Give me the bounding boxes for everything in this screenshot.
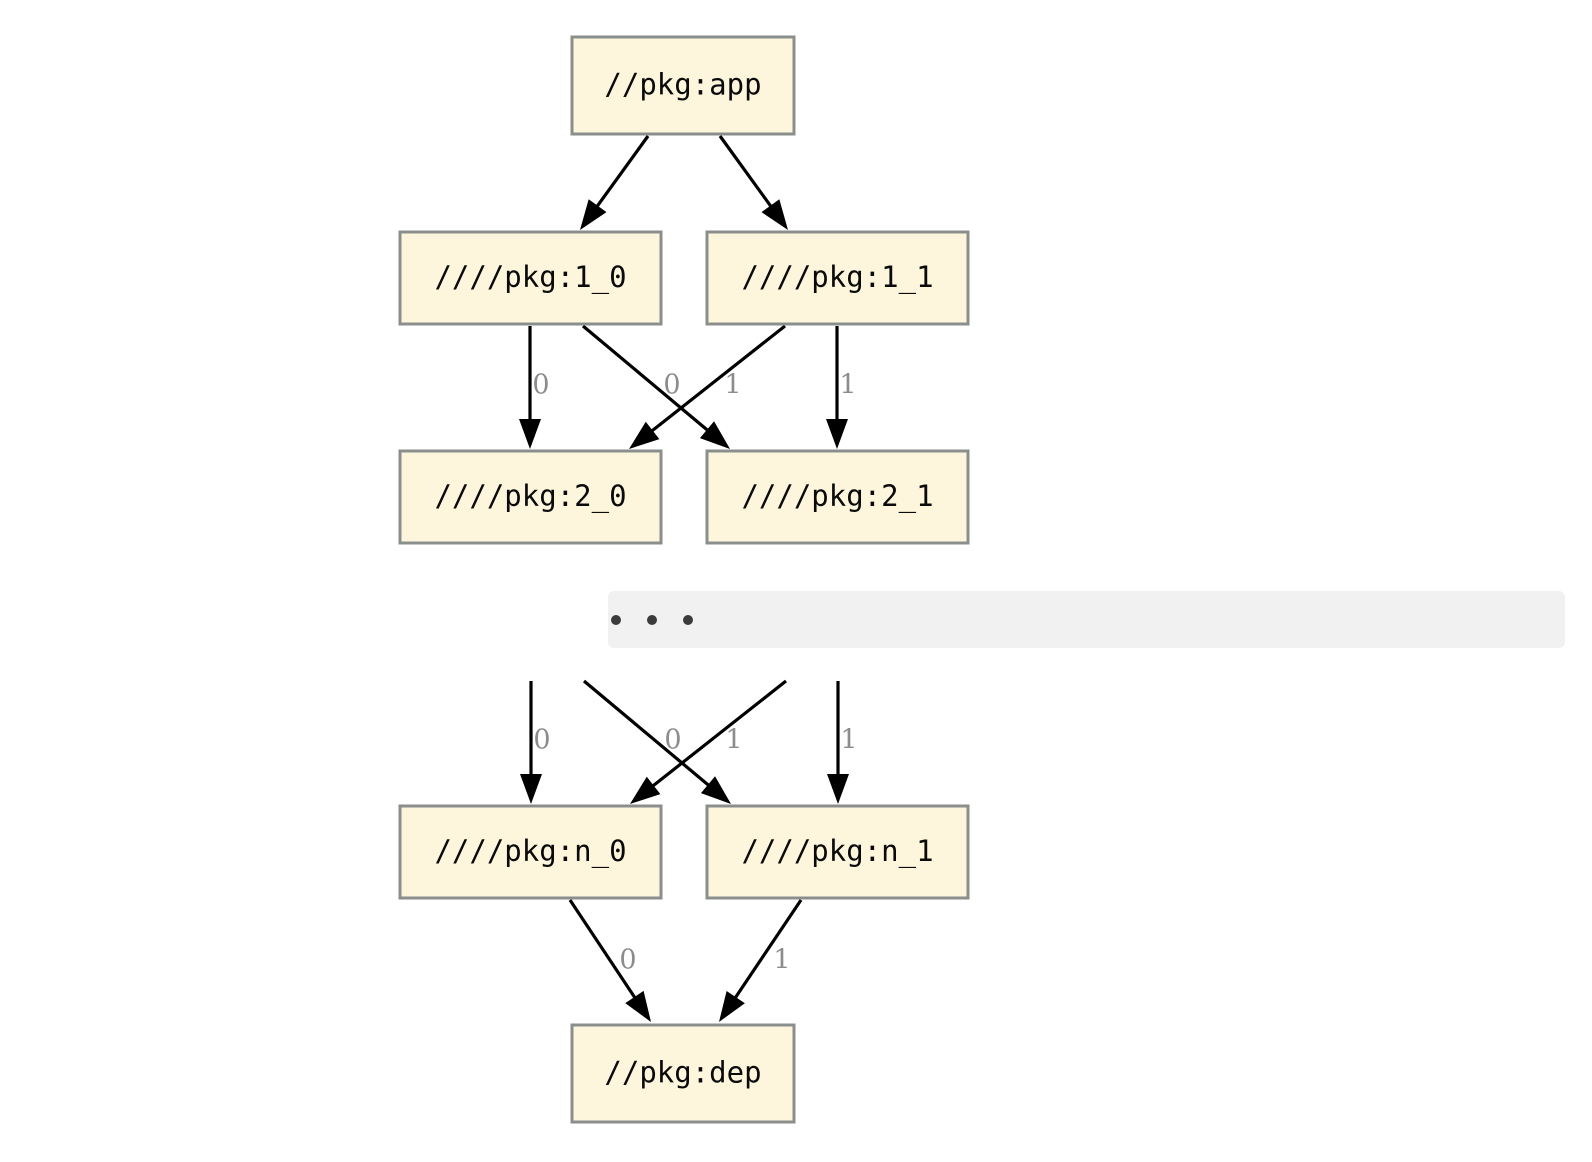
- edge-line: [582, 679, 714, 790]
- node-box[interactable]: [398, 230, 663, 326]
- edge-arrowhead-icon: [827, 774, 849, 804]
- edge-arrowhead-icon: [630, 776, 661, 804]
- edge-label: 1: [839, 370, 856, 401]
- graph-node-n1_0[interactable]: ////pkg:1_0: [398, 230, 663, 326]
- graph-node-app[interactable]: //pkg:app: [570, 35, 796, 136]
- edge-line: [647, 679, 787, 791]
- edge-arrowhead-icon: [629, 421, 660, 449]
- ellipsis-separator: [608, 591, 1565, 648]
- ellipsis-dot: [647, 615, 657, 625]
- graph-edge: [519, 326, 541, 449]
- node-box[interactable]: [705, 449, 970, 545]
- edge-arrowhead-icon: [519, 419, 541, 449]
- edge-label: 1: [725, 725, 742, 756]
- graph-node-n2_0[interactable]: ////pkg:2_0: [398, 449, 663, 545]
- edge-labels-layer: 0 1 0 1 0 1 0 1 0 1: [532, 370, 857, 976]
- graph-edge: [826, 326, 848, 449]
- edge-arrowhead-icon: [761, 199, 788, 230]
- edge-arrowhead-icon: [580, 199, 607, 230]
- node-label: ////pkg:n_0: [434, 834, 626, 869]
- node-label: ////pkg:1_1: [741, 260, 933, 295]
- edge-label: 0: [619, 945, 636, 976]
- edge-arrowhead-icon: [699, 421, 730, 449]
- node-box[interactable]: [705, 230, 970, 326]
- edge-arrowhead-icon: [700, 776, 731, 804]
- node-box[interactable]: [570, 1023, 796, 1124]
- edge-label: 1: [773, 945, 790, 976]
- ellipsis-band: [608, 591, 1565, 648]
- graph-edge: [630, 679, 787, 804]
- graph-edge: [629, 324, 786, 449]
- edge-arrowhead-icon: [520, 774, 542, 804]
- node-label: ////pkg:1_0: [434, 260, 626, 295]
- graph-node-dep[interactable]: //pkg:dep: [570, 1023, 796, 1124]
- edges-layer: [519, 135, 849, 1022]
- edge-line: [646, 324, 786, 436]
- graph-edge: [827, 681, 849, 804]
- node-label: //pkg:app: [604, 68, 761, 102]
- edge-label: 0: [532, 370, 549, 401]
- graph-edge: [718, 135, 788, 230]
- edge-label: 1: [724, 370, 741, 401]
- node-box[interactable]: [398, 449, 663, 545]
- edge-label: 0: [663, 370, 680, 401]
- graph-edge: [581, 324, 730, 449]
- graph-edge: [568, 899, 651, 1022]
- edge-label: 0: [664, 725, 681, 756]
- graph-edge: [719, 899, 803, 1022]
- graph-node-nn_1[interactable]: ////pkg:n_1: [705, 804, 970, 900]
- edge-arrowhead-icon: [625, 990, 651, 1022]
- node-label: ////pkg:n_1: [741, 834, 933, 869]
- nodes-layer: //pkg:app ////pkg:1_0 ////pkg:1_1 ////pkg:2…: [398, 35, 970, 1124]
- edge-line: [731, 899, 803, 1003]
- graph-edge: [580, 135, 650, 230]
- edge-line: [581, 324, 713, 435]
- edge-label: 0: [533, 725, 550, 756]
- edge-label: 1: [840, 725, 857, 756]
- graph-edge: [582, 679, 731, 804]
- graph-node-n2_1[interactable]: ////pkg:2_1: [705, 449, 970, 545]
- node-box[interactable]: [398, 804, 663, 900]
- edge-line: [718, 135, 776, 212]
- edge-arrowhead-icon: [719, 990, 745, 1022]
- node-label: ////pkg:2_0: [434, 479, 626, 514]
- node-label: //pkg:dep: [604, 1056, 761, 1090]
- edge-arrowhead-icon: [826, 419, 848, 449]
- graph-node-nn_0[interactable]: ////pkg:n_0: [398, 804, 663, 900]
- edge-line: [568, 899, 640, 1003]
- graph-node-n1_1[interactable]: ////pkg:1_1: [705, 230, 970, 326]
- ellipsis-dot: [683, 615, 693, 625]
- graph-edge: [520, 681, 542, 804]
- node-label: ////pkg:2_1: [741, 479, 933, 514]
- node-box[interactable]: [570, 35, 796, 136]
- node-box[interactable]: [705, 804, 970, 900]
- ellipsis-dot: [611, 615, 621, 625]
- edge-line: [592, 135, 650, 212]
